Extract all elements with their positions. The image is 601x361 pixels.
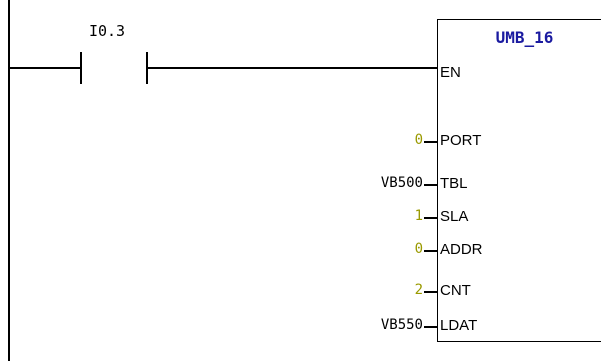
pin-sla-value[interactable]: 1 [414, 208, 423, 224]
pin-cnt-value[interactable]: 2 [414, 282, 423, 298]
pin-tbl-stub [424, 184, 437, 186]
pin-addr-value[interactable]: 0 [414, 241, 423, 257]
contact-left-bar [80, 52, 82, 84]
umb16-function-block[interactable]: UMB_16 [437, 19, 601, 342]
pin-port-stub [424, 141, 437, 143]
pin-port-label: PORT [440, 132, 482, 149]
pin-ldat-label: LDAT [440, 317, 478, 334]
pin-ldat-value[interactable]: VB550 [380, 317, 423, 333]
pin-tbl-value[interactable]: VB500 [380, 175, 423, 191]
block-title: UMB_16 [495, 28, 554, 47]
pin-cnt-stub [424, 291, 437, 293]
pin-cnt-label: CNT [440, 282, 471, 299]
pin-port-value[interactable]: 0 [414, 132, 423, 148]
pin-addr-stub [424, 250, 437, 252]
contact-address[interactable]: I0.3 [88, 22, 126, 40]
pin-ldat-stub [424, 326, 437, 328]
left-power-rail [8, 0, 10, 361]
rung-wire-left [8, 67, 82, 69]
no-contact[interactable] [80, 52, 150, 84]
pin-tbl-label: TBL [440, 175, 468, 192]
pin-en-label: EN [440, 64, 461, 81]
pin-addr-label: ADDR [440, 241, 483, 258]
pin-sla-label: SLA [440, 208, 469, 225]
pin-sla-stub [424, 217, 437, 219]
rung-wire-right [146, 67, 437, 69]
